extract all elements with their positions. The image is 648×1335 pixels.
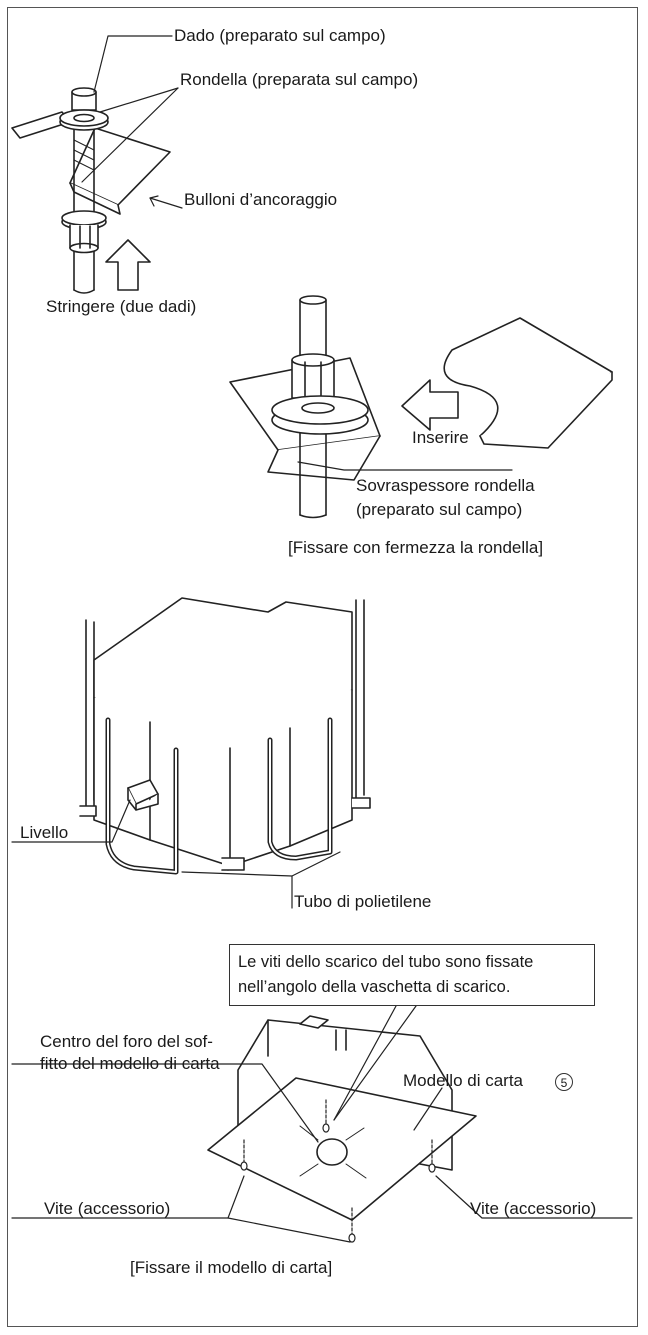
- template-ref-number: 5: [555, 1073, 573, 1091]
- washer-label: Rondella (preparata sul campo): [180, 70, 419, 89]
- template-label: Modello di carta: [403, 1071, 524, 1090]
- level-label: Livello: [20, 823, 69, 842]
- screw-left-label: Vite (accessorio): [44, 1199, 171, 1218]
- nut-label: Dado (preparato sul campo): [174, 26, 386, 45]
- callout-line2: nell’angolo della vaschetta di scarico.: [238, 978, 511, 996]
- washer-plate-label-line2: (preparato sul campo): [356, 500, 523, 519]
- anchor-bolts-label: Bulloni d’ancoraggio: [184, 190, 338, 209]
- washer-caption: [Fissare con fermezza la rondella]: [288, 538, 544, 557]
- tighten-label: Stringere (due dadi): [46, 297, 197, 316]
- callout-line1: Le viti dello scarico del tubo sono fiss…: [238, 953, 534, 971]
- center-label-line1: Centro del foro del sof-: [40, 1032, 213, 1051]
- tube-label: Tubo di polietilene: [294, 892, 432, 911]
- template-caption: [Fissare il modello di carta]: [130, 1258, 333, 1277]
- figure-anchor-bolt: [11, 35, 183, 294]
- screw-right-label: Vite (accessorio): [470, 1199, 597, 1218]
- drain-screws-callout: Le viti dello scarico del tubo sono fiss…: [229, 944, 595, 1006]
- washer-plate-label-line1: Sovraspessore rondella: [356, 476, 535, 495]
- insert-label: Inserire: [412, 428, 469, 447]
- figure-level-tube: [11, 597, 371, 909]
- figure-washer-insert: [229, 295, 613, 519]
- center-label-line2: fitto del modello di carta: [40, 1054, 220, 1073]
- figure-paper-template: [11, 1005, 633, 1243]
